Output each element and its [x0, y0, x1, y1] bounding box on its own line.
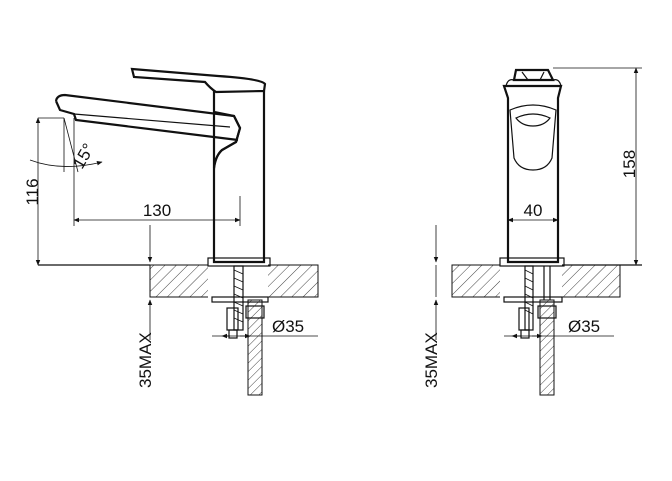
dim-deck-35max: 35MAX: [136, 332, 155, 388]
dim-angle-15: 15°: [69, 140, 98, 172]
front-faucet-body: [502, 84, 563, 264]
front-lever: [512, 68, 555, 82]
side-lever-handle: [130, 67, 267, 94]
side-faucet-body: [212, 91, 266, 264]
dim-height-116: 116: [23, 178, 42, 205]
front-view: 158 40 35MAX Ø35: [422, 67, 642, 396]
dim-hole-35: Ø35: [272, 317, 304, 336]
dim-height-158: 158: [620, 150, 639, 178]
front-dim-deck-35max: 35MAX: [422, 332, 441, 388]
dim-width-40: 40: [524, 201, 543, 220]
side-view: 116 130 15° 35MAX Ø35: [23, 67, 319, 396]
front-spout-face: [509, 104, 557, 171]
front-dim-hole-35: Ø35: [568, 317, 600, 336]
front-supply-hose: [539, 299, 555, 396]
dim-reach-130: 130: [143, 201, 171, 220]
side-supply-hose: [247, 299, 263, 396]
